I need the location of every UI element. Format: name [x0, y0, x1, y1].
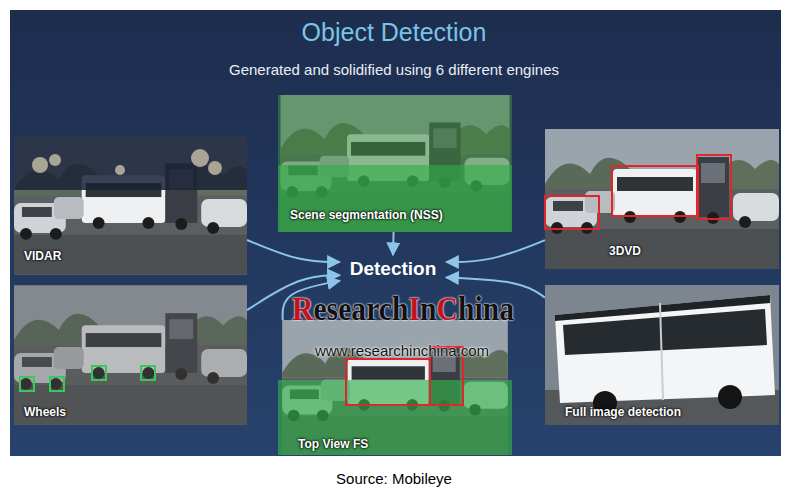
engine-label: Top View FS	[298, 437, 368, 451]
engine-arrow	[392, 232, 395, 255]
engine-panel: Scene segmentation (NSS)	[278, 95, 512, 232]
engine-label: VIDAR	[24, 249, 61, 263]
engine-label: Full image detection	[565, 405, 681, 419]
engine-panel: Full image detection	[545, 285, 779, 425]
slide-title: Object Detection	[302, 18, 487, 47]
engine-label: 3DVD	[609, 244, 641, 258]
engine-arrow	[446, 240, 545, 262]
watermark: ResearchInChina	[292, 290, 514, 327]
engine-arrow	[247, 240, 340, 262]
engine-label: Scene segmentation (NSS)	[290, 208, 443, 222]
hub-label: Detection	[350, 258, 437, 280]
engine-panel: Top View FS	[278, 320, 512, 455]
engine-label: Wheels	[24, 405, 66, 419]
engine-panel: 3DVD	[545, 128, 779, 270]
detection-hub: Detection	[340, 255, 447, 283]
slide-subtitle: Generated and solidified using 6 differe…	[229, 61, 559, 78]
source-caption: Source: Mobileye	[336, 470, 452, 487]
engine-panel: VIDAR	[14, 135, 247, 275]
engine-panel: Wheels	[14, 285, 247, 425]
watermark-url: www.researchinchina.com	[315, 342, 489, 359]
